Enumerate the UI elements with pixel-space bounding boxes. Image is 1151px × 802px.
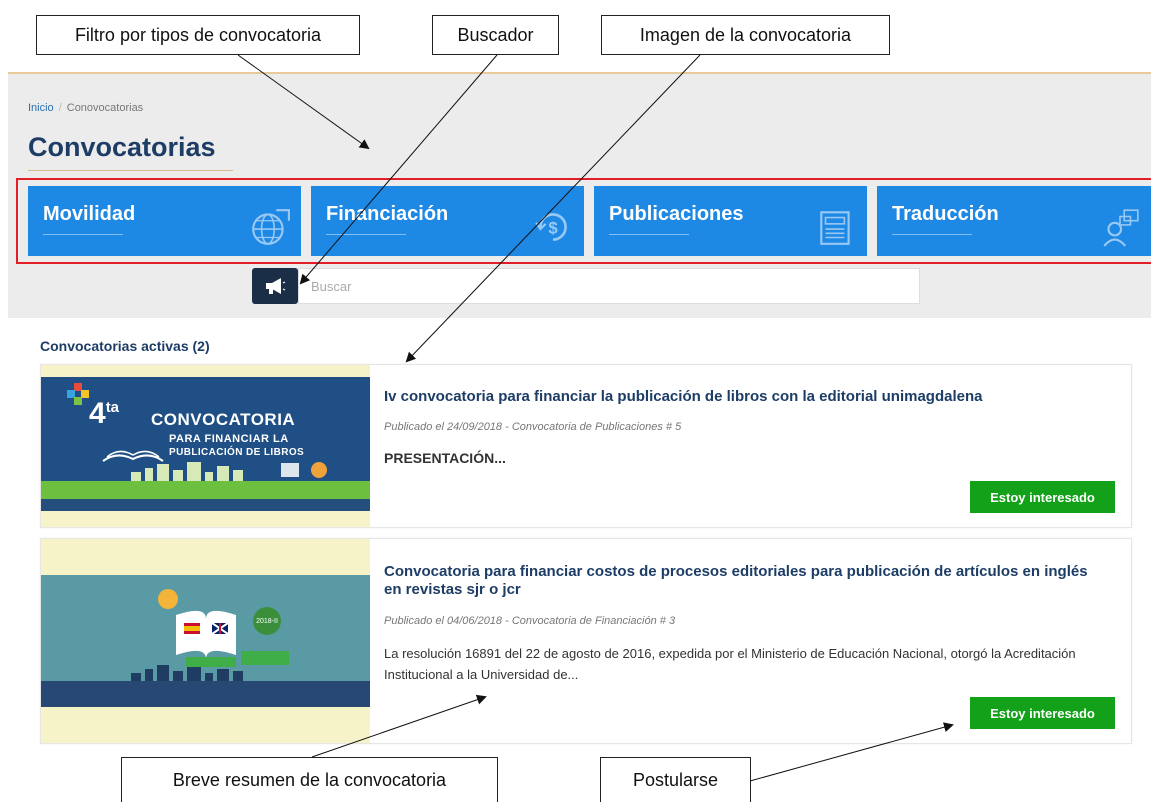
globe-icon <box>252 209 290 245</box>
logos-icon <box>281 462 327 478</box>
search-input[interactable] <box>298 268 920 304</box>
annotation-filter-label: Filtro por tipos de convocatoria <box>36 15 360 55</box>
breadcrumb-home-link[interactable]: Inicio <box>28 102 54 114</box>
svg-text:$: $ <box>548 218 558 237</box>
category-label: Movilidad <box>43 203 136 225</box>
newspaper-icon <box>820 211 850 245</box>
thumb-footer <box>41 499 370 511</box>
call-meta: Publicado el 04/06/2018 - Convocatoria d… <box>384 615 676 627</box>
category-label: Publicaciones <box>609 203 744 225</box>
category-publicaciones-button[interactable]: Publicaciones <box>594 186 867 256</box>
category-underline <box>892 234 972 235</box>
money-cycle-icon: $ <box>535 213 567 241</box>
category-label: Financiación <box>326 203 449 225</box>
thumb-stripe <box>41 481 370 499</box>
title-divider <box>28 170 233 171</box>
interested-button[interactable]: Estoy interesado <box>970 481 1115 513</box>
thumb-label-block <box>241 651 289 665</box>
unimagdalena-logo-icon <box>67 383 89 405</box>
call-title-link[interactable]: Convocatoria para financiar costos de pr… <box>384 563 1088 598</box>
breadcrumb-current: Conovocatorias <box>66 102 144 114</box>
call-image[interactable]: 2018-II <box>41 539 370 743</box>
annotation-summary-label: Breve resumen de la convocatoria <box>121 757 498 802</box>
call-image[interactable]: 4ta CONVOCATORIA PARA FINANCIAR LA PUBLI… <box>41 365 370 527</box>
semester-badge: 2018-II <box>253 607 281 635</box>
category-financiacion-button[interactable]: Financiación $ <box>311 186 584 256</box>
book-icon <box>102 450 164 462</box>
thumb-subheadline: PARA FINANCIAR LA <box>169 433 289 445</box>
thumb-subheadline: PUBLICACIÓN DE LIBROS <box>169 447 305 458</box>
category-label: Traducción <box>892 203 999 225</box>
breadcrumb: Inicio / Conovocatorias <box>28 102 143 114</box>
interested-button[interactable]: Estoy interesado <box>970 697 1115 729</box>
annotation-image-label: Imagen de la convocatoria <box>601 15 890 55</box>
annotation-search-label: Buscador <box>432 15 559 55</box>
city-skyline-icon <box>131 665 243 681</box>
thumb-headline: CONVOCATORIA <box>151 410 296 429</box>
category-underline <box>43 234 123 235</box>
breadcrumb-separator: / <box>58 102 62 114</box>
page-title: Convocatorias <box>28 132 216 162</box>
call-excerpt: PRESENTACIÓN... <box>384 450 506 466</box>
thumb-label-block <box>186 657 236 667</box>
translator-icon <box>1103 209 1139 247</box>
megaphone-icon <box>266 278 286 294</box>
category-traduccion-button[interactable]: Traducción <box>877 186 1151 256</box>
city-skyline-icon <box>131 462 243 482</box>
call-card: 2018-II Convocatoria para financiar cost… <box>40 538 1132 744</box>
category-underline <box>609 234 689 235</box>
thumb-number: 4ta <box>89 397 120 430</box>
category-movilidad-button[interactable]: Movilidad <box>28 186 301 256</box>
category-underline <box>326 234 406 235</box>
open-book-icon <box>158 589 236 659</box>
search-button[interactable] <box>252 268 298 304</box>
call-card: 4ta CONVOCATORIA PARA FINANCIAR LA PUBLI… <box>40 364 1132 528</box>
call-title-link[interactable]: Iv convocatoria para financiar la public… <box>384 388 983 405</box>
call-excerpt: La resolución 16891 del 22 de agosto de … <box>384 646 1076 682</box>
thumb-footer <box>41 681 370 707</box>
annotation-apply-label: Postularse <box>600 757 751 802</box>
call-meta: Publicado el 24/09/2018 - Convocatoria d… <box>384 421 682 433</box>
active-calls-heading: Convocatorias activas (2) <box>40 338 210 354</box>
